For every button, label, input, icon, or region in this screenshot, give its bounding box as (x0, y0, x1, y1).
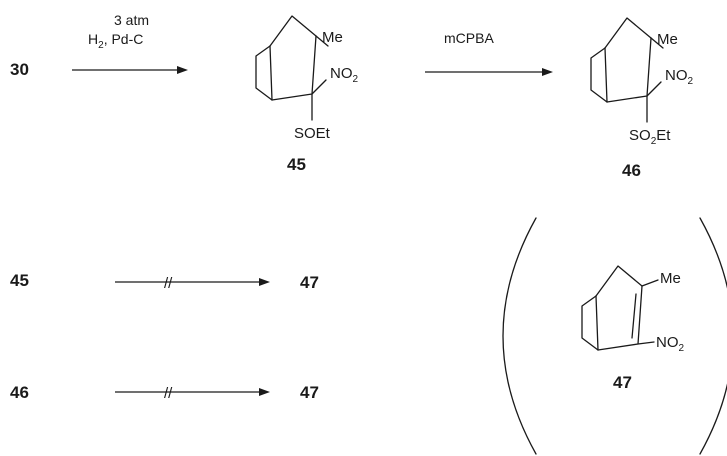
nitro-label: NO2 (656, 334, 685, 354)
methyl-label: Me (660, 270, 681, 287)
sulfoxide-label: SOEt (294, 125, 331, 142)
methyl-label: Me (322, 29, 343, 46)
compound-label-47-a: 47 (300, 273, 319, 292)
compound-label-46-start: 46 (10, 383, 29, 402)
failed-arrow-45: // (115, 275, 270, 292)
compound-label-46: 46 (622, 161, 641, 180)
structure-45: Me NO2 SOEt (255, 15, 359, 142)
nitro-label: NO2 (330, 65, 359, 85)
compound-label-45-start: 45 (10, 271, 29, 290)
reaction-arrow-mcpba (425, 68, 553, 76)
failed-reaction-mark: // (164, 275, 173, 292)
structure-46: Me NO2 SO2Et (590, 17, 694, 147)
compound-label-30: 30 (10, 60, 29, 79)
compound-label-47-b: 47 (300, 383, 319, 402)
compound-label-45: 45 (287, 155, 306, 174)
nitro-label: NO2 (665, 67, 694, 87)
parentheses (502, 217, 727, 455)
methyl-label: Me (657, 31, 678, 48)
reagent-pressure: 3 atm (114, 12, 149, 28)
reagent-mcpba: mCPBA (444, 30, 494, 46)
structure-47: Me NO2 (581, 265, 685, 354)
reaction-arrow-h2 (72, 66, 188, 74)
sulfone-label: SO2Et (629, 127, 671, 147)
failed-reaction-mark: // (164, 385, 173, 402)
failed-arrow-46: // (115, 385, 270, 402)
compound-label-47-structure: 47 (613, 373, 632, 392)
reagent-h2-pdc: H2, Pd-C (88, 31, 143, 51)
